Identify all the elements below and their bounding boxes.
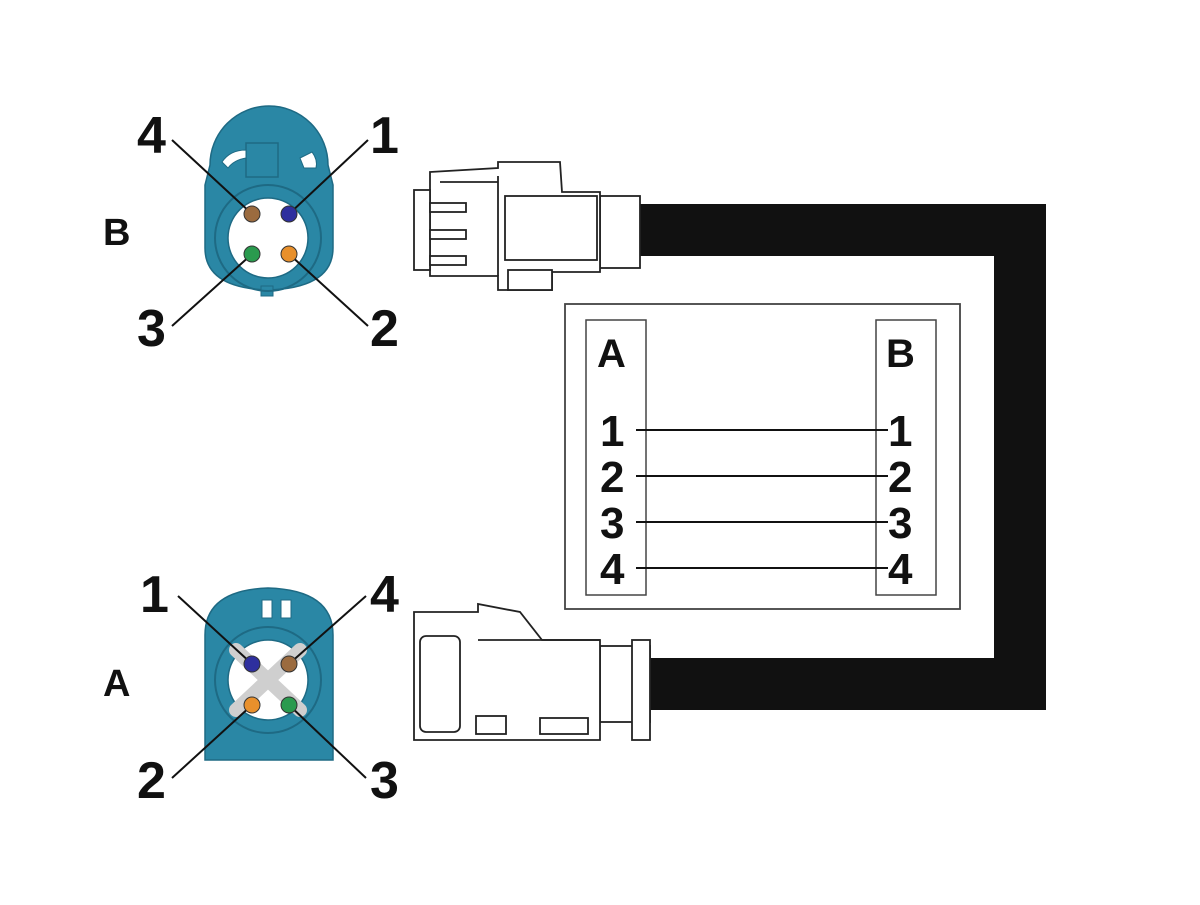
connector-a-latch-left — [261, 599, 273, 619]
connector-b-pin-3-label: 3 — [137, 300, 166, 358]
connector-b-pin-2-label: 2 — [370, 300, 399, 358]
connector-b-face: 1 2 3 4 B — [103, 105, 399, 358]
plug-a — [413, 602, 651, 741]
connector-b-pin-2 — [280, 245, 298, 263]
connector-a-pin-4-label: 4 — [370, 566, 399, 624]
connector-a-pin-3 — [280, 696, 298, 714]
connector-a-latch-right — [280, 599, 292, 619]
pinout-a-pin-4: 4 — [600, 545, 625, 594]
connector-a-pin-2-leader — [171, 704, 253, 779]
connector-a-face: 1 2 3 4 A — [103, 566, 399, 810]
pinout-header-b: B — [886, 332, 915, 376]
connector-b-pin-1-leader — [288, 139, 369, 215]
connector-a-pin-2 — [243, 696, 261, 714]
connector-b-pin-4-leader — [171, 139, 253, 215]
pinout-a-pin-2: 2 — [600, 453, 624, 502]
connector-a-pin-1-label: 1 — [140, 566, 169, 624]
connector-a-pin-3-leader — [288, 704, 367, 779]
connector-a-label: A — [103, 663, 130, 705]
connector-b-pin-4-label: 4 — [137, 107, 166, 165]
plug-b — [413, 161, 641, 291]
pinout-b-pin-2: 2 — [888, 453, 912, 502]
connector-a-pin-1-leader — [177, 595, 253, 665]
connector-a-pin-3-label: 3 — [370, 752, 399, 810]
connector-b-pin-2-leader — [288, 253, 369, 327]
pinout-column-b — [875, 319, 937, 596]
pinout-b-pin-3: 3 — [888, 499, 912, 548]
connector-b-label: B — [103, 212, 130, 254]
connector-b-socket-ring — [214, 184, 322, 292]
connector-b-pin-1 — [280, 205, 298, 223]
cable — [635, 204, 1046, 710]
pinout-b-pin-4: 4 — [888, 545, 913, 594]
pinout-b-pin-1: 1 — [888, 407, 912, 456]
connector-a-pin-4 — [280, 655, 298, 673]
pinout-a-pin-3: 3 — [600, 499, 624, 548]
connector-a-socket-ring — [214, 626, 322, 734]
connector-a-pin-4-leader — [288, 595, 367, 665]
connector-b-pin-3-leader — [171, 253, 253, 327]
connector-a-pin-2-label: 2 — [137, 752, 166, 810]
pinout-column-a — [585, 319, 647, 596]
connector-a-pin-1 — [243, 655, 261, 673]
pinout-a-pin-1: 1 — [600, 407, 624, 456]
connector-b-pin-4 — [243, 205, 261, 223]
connector-b-pin-1-label: 1 — [370, 107, 399, 165]
pinout-header-a: A — [597, 332, 626, 376]
connector-b-pin-3 — [243, 245, 261, 263]
connector-b-latch — [245, 142, 279, 178]
